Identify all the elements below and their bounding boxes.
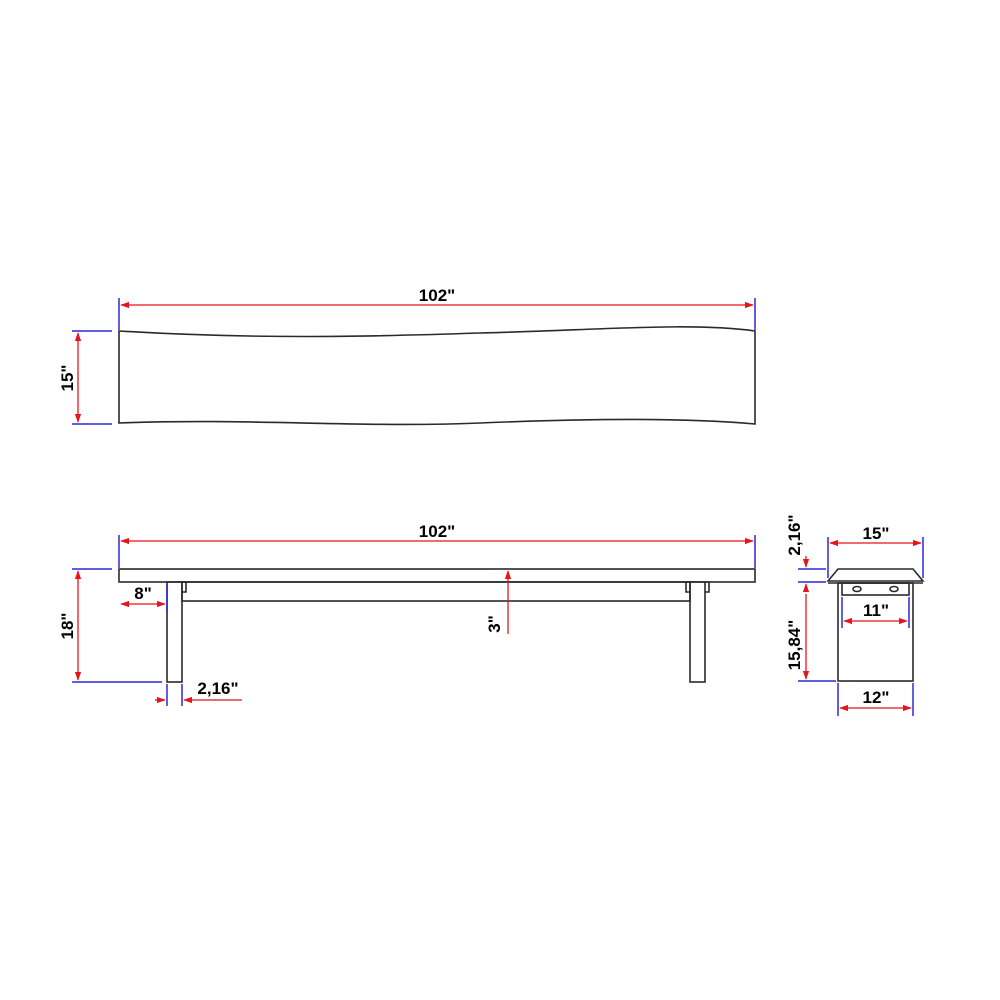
side-bracket-right bbox=[685, 581, 710, 593]
top-length-label: 102" bbox=[419, 286, 455, 305]
leg-thickness-label: 2,16" bbox=[197, 679, 238, 698]
top-width-label: 15" bbox=[58, 365, 77, 392]
end-leg-height-label: 15,84" bbox=[785, 620, 804, 671]
end-top-thickness-label: 2,16" bbox=[785, 514, 804, 555]
end-leg-body bbox=[837, 582, 914, 682]
top-view: 102" 15" bbox=[58, 286, 756, 426]
side-length-label: 102" bbox=[419, 522, 455, 541]
leg-inset-label: 8" bbox=[134, 584, 152, 603]
end-inner-width-label: 11" bbox=[863, 601, 889, 620]
end-bolt-left bbox=[852, 585, 862, 593]
end-top-width-label: 15" bbox=[863, 524, 890, 543]
end-base-width-label: 12" bbox=[863, 688, 890, 707]
side-bracket-left bbox=[182, 581, 187, 593]
end-top bbox=[826, 568, 925, 582]
top-view-outline bbox=[118, 326, 756, 426]
side-stretcher bbox=[181, 581, 691, 602]
end-bolt-right bbox=[889, 585, 899, 593]
end-view: 15" 2,16" 11" 15,84" 12" bbox=[785, 514, 925, 716]
side-height-label: 18" bbox=[58, 613, 77, 640]
side-leg-left bbox=[166, 581, 183, 683]
stretcher-height-label: 3" bbox=[485, 615, 504, 633]
end-stretcher-plate bbox=[841, 582, 910, 596]
side-bench-top bbox=[118, 568, 756, 583]
side-leg-right bbox=[689, 581, 706, 683]
side-view: 102" 18" 8" 3" 2,16" bbox=[58, 522, 756, 706]
